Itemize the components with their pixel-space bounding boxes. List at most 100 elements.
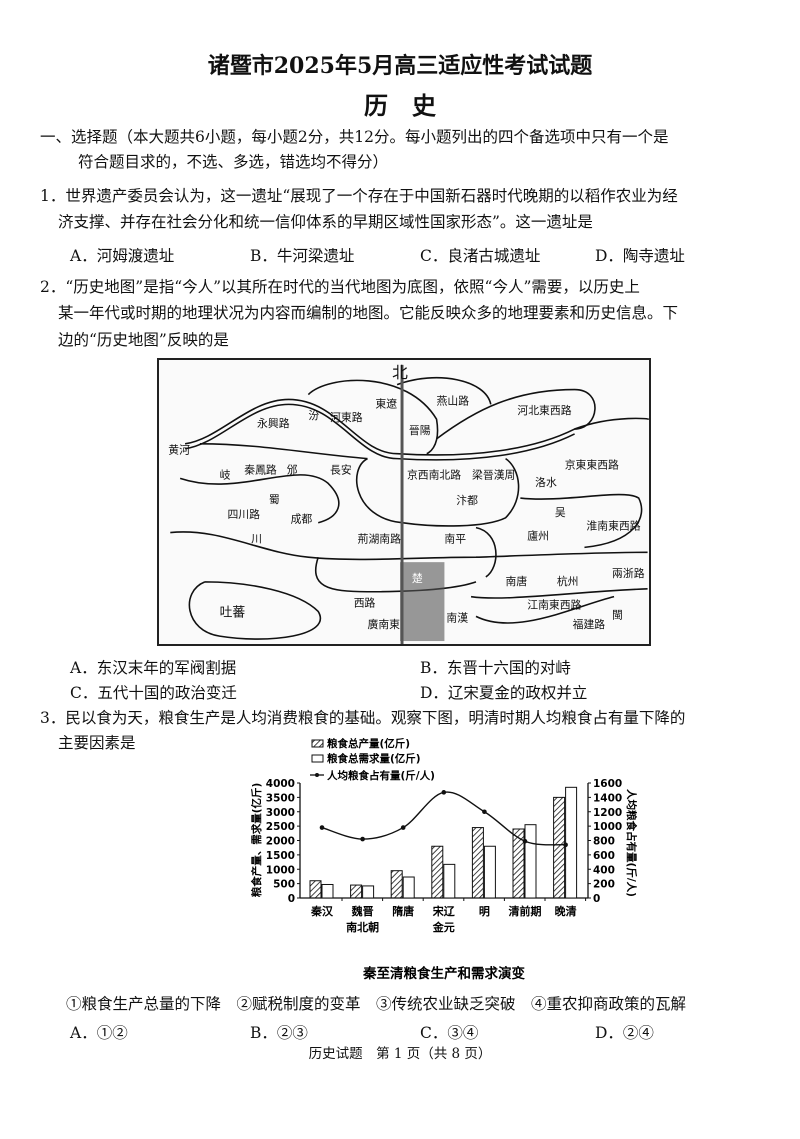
y-tick-label: 1500: [266, 850, 295, 862]
y2-tick-label: 600: [593, 850, 615, 862]
map-label: 閩: [612, 608, 623, 621]
section-instructions-cont: 符合题目求的，不选、多选，错选均不得分）: [78, 153, 389, 171]
exam-title: 诸暨市2025年5月高三适应性考试试题: [207, 53, 593, 79]
bar-production: [553, 796, 566, 899]
y2-tick-label: 800: [593, 836, 615, 848]
map-label: 河東路: [330, 411, 363, 424]
map-label: 燕山路: [437, 394, 470, 407]
section-instructions: 一、选择题（本大题共6小题，每小题2分，共12分。每小题列出的四个备选项中只有一…: [40, 128, 669, 146]
q2-option-b: B．东晋十六国的对峙: [420, 659, 571, 677]
y2-tick-label: 400: [593, 864, 615, 876]
q2-text: 边的“历史地图”反映的是: [58, 331, 229, 349]
q1-option-d: D．陶寺遗址: [595, 247, 685, 265]
point-per-capita: [563, 842, 568, 848]
y2-tick-label: 0: [593, 893, 600, 905]
point-per-capita: [482, 809, 487, 815]
x-tick-label: 明: [479, 905, 490, 918]
legend-label: 粮食总产量(亿斤): [327, 737, 410, 750]
map-label: 兩浙路: [612, 567, 645, 580]
q3-text: 3．民以食为天，粮食生产是人均消费粮食的基础。观察下图，明清时期人均粮食占有量下…: [40, 709, 686, 727]
point-per-capita: [400, 825, 406, 830]
y2-tick-label: 200: [593, 879, 615, 891]
map-label: 東遼: [375, 396, 397, 410]
map-label: 河北東西路: [517, 404, 571, 417]
map-label: 川: [251, 532, 262, 545]
map-label: 淮南東西路: [586, 520, 640, 533]
map-label: 汴都: [456, 493, 478, 507]
q2-text: 某一年代或时期的地理状况为内容而编制的地图。它能反映众多的地理要素和历史信息。下: [58, 304, 679, 322]
map-label: 黄河: [168, 443, 190, 457]
map-label: 汾: [308, 409, 319, 422]
map-label: 廬州: [527, 528, 549, 542]
y-tick-label: 500: [273, 879, 295, 891]
y2-tick-label: 1200: [593, 807, 622, 819]
y-tick-label: 1000: [266, 864, 295, 876]
y-axis-label: 粮食产量、需求量(亿斤): [250, 783, 263, 898]
bar-production: [471, 827, 484, 899]
point-per-capita: [522, 838, 528, 844]
map-label: 長安: [330, 462, 352, 476]
x-tick-label: 晚清: [555, 904, 577, 918]
q2-option-d: D．辽宋夏金的政权并立: [420, 684, 588, 702]
q1-option-c: C．良渚古城遗址: [420, 247, 541, 265]
q3-text: 主要因素是: [58, 734, 136, 752]
legend-marker: [315, 773, 319, 777]
map-label: 晉陽: [409, 424, 431, 437]
map-label: 北: [392, 363, 408, 382]
q3-option-a: A．①②: [70, 1024, 128, 1042]
map-label: 荊湖南路: [358, 532, 401, 545]
bar-production: [431, 845, 444, 899]
y-tick-label: 3000: [266, 807, 295, 819]
q3-option-d: D．②④: [595, 1024, 654, 1042]
map-label: 京西南北路: [407, 467, 461, 481]
map-label: 廣南東: [368, 617, 401, 631]
map-label: 江南東西路: [527, 599, 581, 612]
q2-option-a: A．东汉末年的军阀割据: [70, 659, 237, 677]
bar-demand: [565, 786, 578, 899]
map-label: 南平: [444, 532, 466, 545]
subject-title: 历 史: [364, 91, 436, 120]
x-tick-label: 秦汉: [310, 904, 334, 918]
q3-option-c: C．③④: [420, 1024, 479, 1042]
bar-demand: [483, 845, 496, 899]
map-label: 梁晉漢周: [472, 467, 515, 481]
y2-tick-label: 1400: [593, 792, 622, 804]
y-tick-label: 4000: [266, 778, 295, 790]
map-label: 岐: [220, 468, 231, 481]
y2-tick-label: 1000: [593, 821, 622, 833]
chart-title: 秦至清粮食生产和需求演变: [362, 965, 525, 982]
x-tick-label: 隋唐: [392, 904, 414, 918]
bar-production: [309, 880, 322, 899]
map-label: 蜀: [269, 493, 280, 506]
map-label: 杭州: [557, 574, 579, 588]
x-tick-label: 南北朝: [346, 920, 379, 934]
page-footer: 历史试题 第 1 页（共 8 页）: [308, 1046, 492, 1062]
bar-demand: [524, 824, 537, 899]
map-label: 南唐: [506, 574, 528, 588]
grain-chart: 粮食总产量(亿斤) 粮食总需求量(亿斤) 人均粮食占有量(斤/人) 粮食产量、需…: [250, 737, 638, 982]
y-tick-label: 3500: [266, 792, 295, 804]
x-tick-label: 宋辽: [432, 904, 456, 918]
bar-production: [512, 828, 525, 899]
q1-option-b: B．牛河梁遗址: [250, 247, 355, 265]
bar-production: [390, 870, 403, 899]
y-tick-label: 2500: [266, 821, 295, 833]
q1-option-a: A．河姆渡遗址: [70, 247, 175, 265]
y2-axis-label: 人均粮食占有量(斤/人): [625, 789, 638, 897]
q3-option-b: B．②③: [250, 1024, 308, 1042]
y-tick-label: 0: [288, 893, 295, 905]
point-per-capita: [360, 836, 365, 842]
bar-demand: [362, 885, 375, 899]
historical-map: 北 黄河 永興路 河東路 東遼 燕山路 晉陽 河北東西路 秦鳳路 岐 邠 長安 …: [157, 358, 651, 646]
point-per-capita: [441, 790, 447, 795]
map-label: 楚: [412, 571, 423, 585]
point-per-capita: [319, 825, 325, 830]
x-tick-label: 金元: [432, 920, 455, 934]
legend-label: 粮食总需求量(亿斤): [327, 752, 421, 765]
map-label: 邠: [287, 463, 298, 476]
bar-demand: [321, 883, 334, 899]
y2-tick-label: 1600: [593, 778, 622, 790]
q2-text: 2．“历史地图”是指“今人”以其所在时代的当代地图为底图，依照“今人”需要，以历…: [40, 278, 640, 296]
legend-swatch-production: [311, 739, 324, 748]
map-label: 秦鳳路: [244, 462, 277, 476]
